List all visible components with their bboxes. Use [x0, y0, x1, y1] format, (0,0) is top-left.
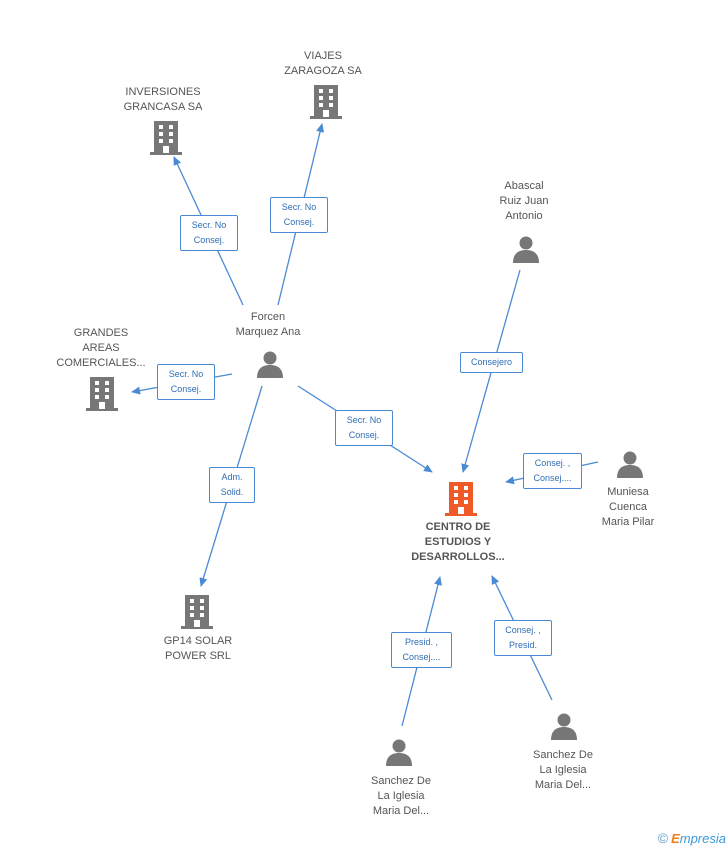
node-label-abascal[interactable]: Abascal Ruiz Juan Antonio	[499, 180, 549, 222]
relation-label[interactable]: Secr. No Consej.	[335, 410, 393, 446]
person-icon[interactable]	[385, 738, 413, 766]
node-label-grandes[interactable]: GRANDES AREAS COMERCIALES...	[56, 327, 146, 369]
building-icon[interactable]	[310, 85, 342, 119]
empresia-logo[interactable]: ©Empresia	[658, 830, 726, 846]
building-icon[interactable]	[150, 121, 182, 155]
relation-label[interactable]: Secr. No Consej.	[270, 197, 328, 233]
copyright-icon: ©	[657, 830, 669, 846]
node-label-inversiones[interactable]: INVERSIONES GRANCASA SA	[123, 86, 203, 113]
node-label-center[interactable]: CENTRO DE ESTUDIOS Y DESARROLLOS...	[411, 521, 505, 563]
relation-label[interactable]: Secr. No Consej.	[180, 215, 238, 251]
node-label-viajes[interactable]: VIAJES ZARAGOZA SA	[284, 50, 362, 77]
node-label-sanchez2[interactable]: Sanchez De La Iglesia Maria Del...	[533, 749, 593, 791]
node-label-muniesa[interactable]: Muniesa Cuenca Maria Pilar	[601, 486, 655, 528]
building-icon[interactable]	[181, 595, 213, 629]
person-icon[interactable]	[550, 712, 578, 740]
relation-label[interactable]: Consej. , Presid.	[494, 620, 552, 656]
node-label-gp14[interactable]: GP14 SOLAR POWER SRL	[163, 635, 233, 662]
node-label-forcen[interactable]: Forcen Marquez Ana	[235, 311, 301, 338]
relation-label[interactable]: Presid. , Consej....	[391, 632, 452, 668]
relation-label[interactable]: Adm. Solid.	[209, 467, 255, 503]
brand-initial: E	[671, 831, 680, 846]
person-icon[interactable]	[256, 350, 284, 378]
relation-label[interactable]: Consejero	[460, 352, 523, 373]
relation-label[interactable]: Secr. No Consej.	[157, 364, 215, 400]
person-icon[interactable]	[616, 450, 644, 478]
relation-label[interactable]: Consej. , Consej....	[523, 453, 582, 489]
building-icon[interactable]	[86, 377, 118, 411]
center-building-icon[interactable]	[445, 482, 477, 516]
person-icon[interactable]	[512, 235, 540, 263]
brand-name: mpresia	[679, 831, 726, 846]
node-label-sanchez1[interactable]: Sanchez De La Iglesia Maria Del...	[371, 775, 431, 817]
